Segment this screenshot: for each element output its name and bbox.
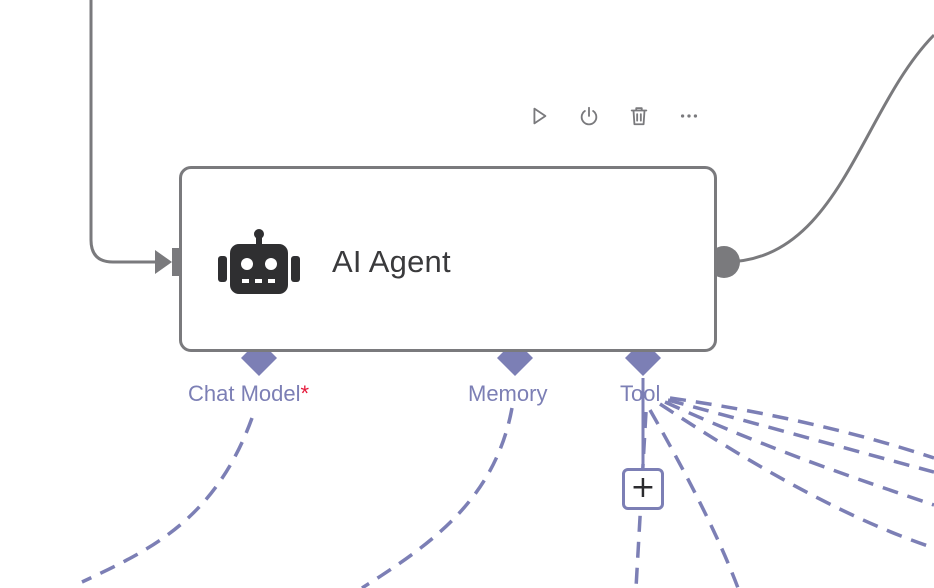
required-indicator: * [300, 381, 310, 406]
add-tool-button[interactable]: + [622, 468, 664, 510]
tool-connection-line-2 [648, 409, 740, 588]
more-horizontal-icon [680, 114, 698, 118]
output-connection-line [723, 33, 934, 264]
input-connection-line [89, 0, 160, 264]
node-title: AI Agent [332, 244, 451, 279]
ai-agent-node[interactable] [179, 166, 717, 352]
tool-handle-label[interactable]: Tool [620, 381, 661, 406]
plus-icon: + [630, 469, 656, 505]
chat-model-connection-line [81, 417, 254, 584]
execute-node-button[interactable] [520, 96, 558, 136]
memory-handle-label[interactable]: Memory [468, 381, 548, 406]
delete-node-button[interactable] [620, 96, 658, 136]
tool-connection-line-4 [664, 400, 934, 507]
tool-connection-line-5 [667, 398, 934, 474]
input-arrow [155, 250, 172, 274]
tool-connection-line-6 [669, 396, 934, 460]
play-icon [533, 107, 547, 125]
chat-model-handle-label[interactable]: Chat Model* [188, 381, 309, 407]
power-icon [580, 106, 598, 126]
deactivate-node-button[interactable] [570, 96, 608, 136]
more-options-button[interactable] [670, 96, 708, 136]
memory-connection-line [361, 407, 514, 588]
chat-model-label-text: Chat Model [188, 381, 301, 406]
trash-icon [630, 107, 648, 126]
node-toolbar [520, 96, 720, 136]
robot-icon [218, 229, 300, 294]
tool-connection-line-3 [659, 402, 934, 550]
